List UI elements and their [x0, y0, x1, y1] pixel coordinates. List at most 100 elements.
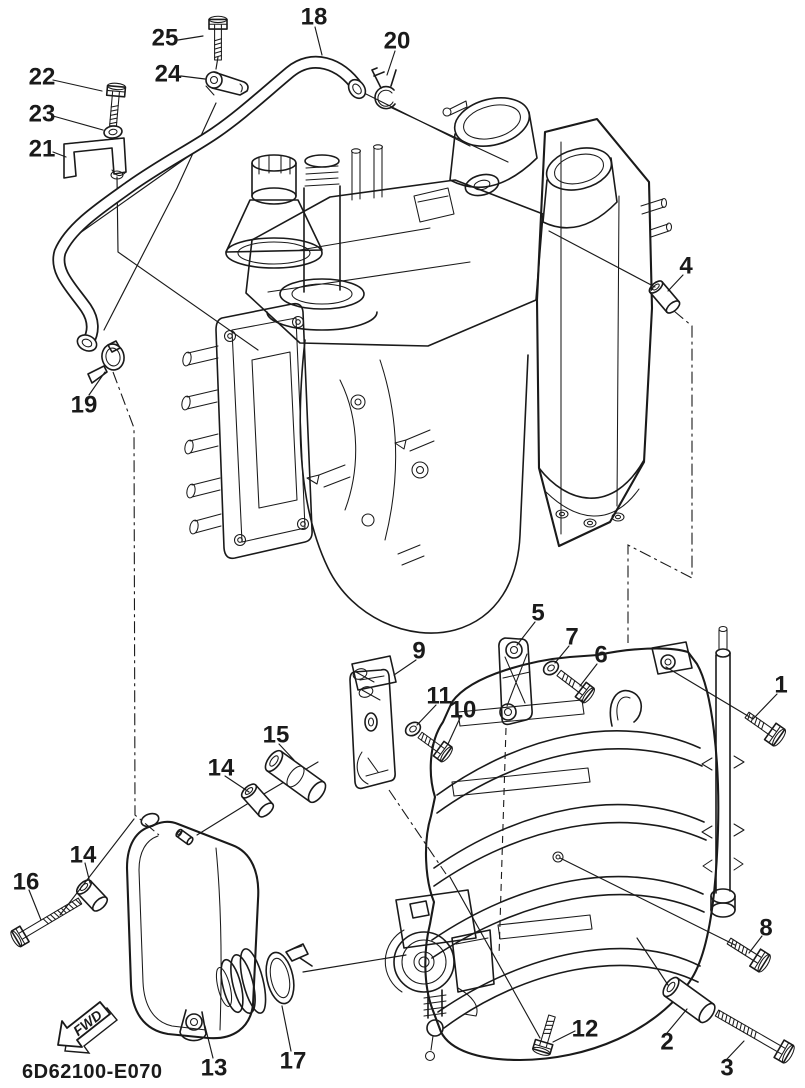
callout-23: 23 — [29, 101, 56, 128]
leader-line-21 — [52, 151, 67, 158]
leader-line-25 — [177, 35, 204, 41]
construction-line — [215, 56, 219, 70]
leader-line-13 — [204, 1025, 214, 1059]
fwd-arrow: FWD — [57, 1001, 118, 1054]
callout-20: 20 — [384, 28, 411, 55]
throttle-body-art — [384, 889, 495, 1062]
callout-3: 3 — [720, 1055, 733, 1082]
construction-line — [627, 310, 693, 643]
leader-line-4 — [667, 274, 684, 292]
washer-11 — [404, 721, 422, 737]
washer-7 — [542, 660, 560, 676]
hose-clamp-19-art — [87, 340, 125, 384]
leader-line-18 — [314, 26, 323, 56]
leader-line-23 — [52, 115, 104, 131]
callout-4: 4 — [679, 253, 693, 280]
callout-2: 2 — [660, 1029, 673, 1056]
callout-5: 5 — [531, 600, 544, 627]
callout-21: 21 — [29, 136, 56, 163]
bolt-16 — [10, 897, 83, 948]
callout-7: 7 — [565, 624, 578, 651]
hose-clamp-20-art — [371, 67, 397, 110]
callout-14: 14 — [70, 842, 97, 869]
mount-plate-9-art — [349, 655, 397, 790]
bolt-6 — [556, 669, 595, 704]
bracket-21-art — [63, 137, 127, 180]
construction-line — [302, 954, 407, 973]
leader-line-8 — [748, 935, 763, 954]
callout-16: 16 — [13, 869, 40, 896]
leader-line-7 — [554, 645, 570, 664]
construction-line — [636, 937, 669, 986]
callout-1: 1 — [774, 672, 787, 699]
leader-line-17 — [281, 1005, 292, 1052]
engine-block-art — [181, 97, 673, 634]
callout-9: 9 — [412, 638, 425, 665]
leader-line-14 — [224, 775, 250, 793]
callout-24: 24 — [155, 61, 182, 88]
callout-17: 17 — [280, 1048, 307, 1075]
leader-lines-layer — [28, 26, 778, 1060]
bolt-10 — [417, 731, 453, 763]
hardware-layer — [10, 15, 795, 1064]
callout-25: 25 — [152, 25, 179, 52]
callout-11: 11 — [426, 683, 451, 710]
leader-line-15 — [278, 743, 295, 761]
intake-manifold-art — [424, 625, 745, 1062]
bolt-12 — [531, 1014, 556, 1056]
construction-line — [548, 230, 656, 288]
link-bracket-5-art — [498, 637, 533, 726]
bolt-1 — [744, 711, 787, 747]
leader-line-22 — [52, 79, 103, 92]
construction-line — [112, 371, 160, 836]
collar-14a — [240, 783, 275, 818]
leader-line-6 — [579, 663, 598, 687]
collar-4 — [648, 280, 681, 314]
leader-line-19 — [88, 371, 106, 396]
collar-15 — [264, 749, 327, 804]
washer-23 — [103, 125, 123, 139]
leader-line-3 — [726, 1040, 745, 1060]
construction-line — [361, 91, 471, 147]
callout-12: 12 — [572, 1016, 599, 1043]
breather-hose-art — [52, 55, 367, 352]
callout-15: 15 — [263, 722, 290, 749]
drawing-code: 6D62100-E070 — [22, 1061, 163, 1083]
callout-14: 14 — [208, 755, 235, 782]
clamp-lever-24-art — [205, 71, 249, 96]
leader-line-1 — [665, 666, 778, 720]
callout-8: 8 — [759, 915, 772, 942]
collar-14b — [75, 879, 109, 912]
leader-line-14 — [84, 862, 91, 884]
joint-clamp-17-art — [265, 943, 313, 1005]
collar-2 — [662, 976, 716, 1024]
construction-line — [59, 818, 135, 916]
callout-6: 6 — [594, 642, 607, 669]
callout-13: 13 — [201, 1055, 228, 1082]
bolt-25 — [208, 15, 228, 61]
construction-line — [449, 876, 541, 1039]
bolt-8 — [726, 937, 771, 973]
stud-pin — [175, 828, 194, 846]
leader-line-24 — [180, 75, 206, 80]
leader-line-20 — [386, 50, 396, 76]
leader-line-5 — [516, 621, 536, 646]
bolt-22 — [105, 82, 127, 127]
callout-22: 22 — [29, 64, 56, 91]
leader-line-9 — [393, 659, 417, 676]
leader-line-2 — [666, 1008, 688, 1034]
leader-line-10 — [447, 717, 461, 745]
construction-line — [559, 857, 736, 946]
construction-line — [103, 102, 217, 331]
construction-line — [388, 789, 447, 875]
callout-18: 18 — [301, 4, 328, 31]
leader-line-11 — [416, 704, 437, 726]
leader-line-16 — [28, 889, 42, 921]
bolt-3 — [714, 1009, 795, 1064]
construction-lines — [59, 56, 736, 1039]
air-silencer-art — [125, 812, 267, 1042]
callout-10: 10 — [450, 697, 477, 724]
